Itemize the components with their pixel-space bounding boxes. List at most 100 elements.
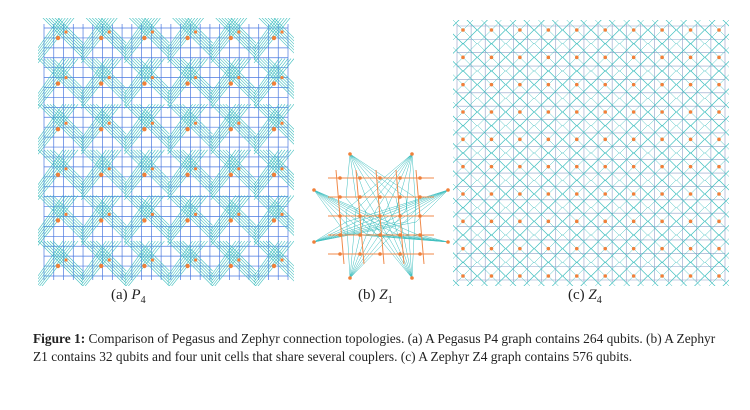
coupler-edge (349, 209, 397, 279)
coupler-edge (253, 104, 286, 146)
coupler-edge (313, 221, 387, 243)
qubit-node (142, 127, 147, 132)
coupler-edge (136, 195, 170, 229)
coupler-edge (349, 153, 407, 199)
coupler-edge (127, 58, 170, 101)
coupler-edge (83, 103, 127, 147)
coupler-edge (124, 195, 156, 237)
coupler-edge (313, 221, 407, 243)
coupler-edge (38, 195, 67, 234)
coupler-edge (80, 195, 110, 234)
coupler-edge (124, 18, 147, 49)
coupler-edge (230, 18, 257, 44)
coupler-edge (167, 195, 202, 240)
qubit-node (688, 28, 693, 32)
qubit-node (237, 30, 241, 34)
coupler-edge (355, 189, 449, 223)
coupler-edge (566, 20, 591, 45)
coupler-edge (704, 125, 729, 150)
coupler-edge (38, 240, 84, 286)
coupler-edge (140, 18, 170, 47)
coupler-edge (453, 183, 478, 209)
coupler-edge (718, 170, 729, 181)
coupler-edge (676, 20, 701, 45)
coupler-edge (49, 195, 84, 229)
coupler-edge (704, 275, 716, 286)
qubit-node (631, 82, 636, 87)
coupler-edge (49, 103, 84, 138)
coupler-edge (43, 149, 84, 190)
qubit-node (398, 195, 402, 199)
coupler-edge (88, 18, 127, 56)
coupler-edge (167, 149, 202, 194)
coupler-edge (395, 197, 413, 279)
coupler-edge (40, 240, 84, 284)
coupler-edge (124, 18, 155, 58)
panel-label-b: (b) Z1 (358, 287, 393, 306)
qubit-node (546, 82, 551, 87)
coupler-edge (704, 128, 729, 154)
qubit-node (418, 252, 422, 256)
coupler-edge (83, 240, 127, 284)
coupler-edge (704, 152, 729, 178)
qubit-node (660, 192, 664, 196)
qubit-node (717, 192, 721, 196)
coupler-edge (345, 153, 413, 211)
qubit-node (546, 274, 551, 278)
coupler-edge (167, 58, 213, 104)
qubit-node (546, 55, 551, 60)
coupler-edge (718, 97, 729, 109)
qubit-node (574, 164, 579, 169)
qubit-node (631, 137, 636, 142)
qubit-node (688, 246, 693, 251)
coupler-edge (523, 275, 535, 286)
coupler-edge (365, 153, 413, 211)
coupler-edge (216, 58, 257, 98)
coupler-edge (256, 240, 294, 279)
coupler-edge (80, 103, 127, 150)
coupler-edge (38, 104, 73, 149)
qubit-node (603, 219, 608, 224)
coupler-edge (453, 115, 464, 127)
coupler-edge (253, 104, 283, 143)
zephyr-z1-graph (312, 152, 450, 280)
coupler-edge (80, 240, 127, 286)
coupler-edge (265, 103, 294, 133)
qubit-node (398, 252, 402, 256)
coupler-edge (38, 195, 84, 241)
coupler-edge (210, 195, 246, 240)
coupler-edge (38, 149, 73, 194)
coupler-edge (224, 18, 257, 50)
coupler-edge (222, 149, 257, 184)
coupler-edge (253, 104, 289, 149)
coupler-edge (38, 58, 70, 100)
qubit-node (107, 167, 111, 171)
coupler-edge (349, 209, 357, 279)
coupler-edge (124, 149, 153, 188)
qubit-node (688, 219, 693, 224)
coupler-edge (182, 195, 213, 226)
coupler-edge (619, 275, 631, 286)
qubit-node (194, 258, 198, 262)
coupler-edge (167, 240, 193, 277)
coupler-edge (227, 18, 257, 47)
qubit-node (410, 152, 414, 156)
qubit-node (717, 164, 721, 169)
coupler-edge (80, 104, 107, 140)
coupler-edge (704, 101, 729, 127)
coupler-edge (375, 189, 449, 223)
coupler-edge (167, 104, 199, 146)
coupler-edge (179, 195, 213, 229)
coupler-edge (167, 195, 213, 241)
qubit-node (107, 30, 111, 34)
coupler-edge (694, 275, 705, 286)
coupler-edge (124, 58, 156, 100)
coupler-edge (453, 46, 478, 72)
panel-tag: (b) (358, 287, 376, 303)
qubit-node (142, 263, 147, 269)
qubit-node (237, 212, 241, 216)
coupler-edge (647, 20, 659, 31)
coupler-edge (453, 74, 478, 99)
coupler-edge (210, 149, 240, 188)
coupler-edge (86, 149, 127, 190)
